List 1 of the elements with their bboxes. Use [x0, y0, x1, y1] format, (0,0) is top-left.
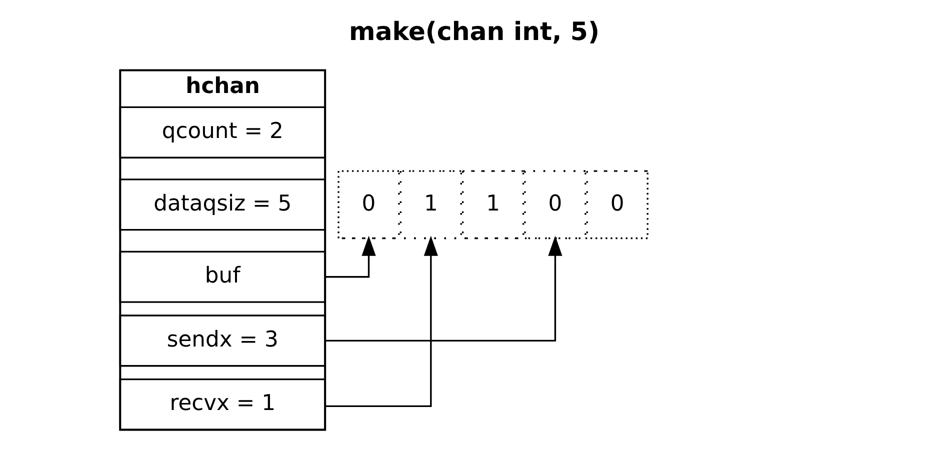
diagram-title: make(chan int, 5): [348, 17, 599, 46]
